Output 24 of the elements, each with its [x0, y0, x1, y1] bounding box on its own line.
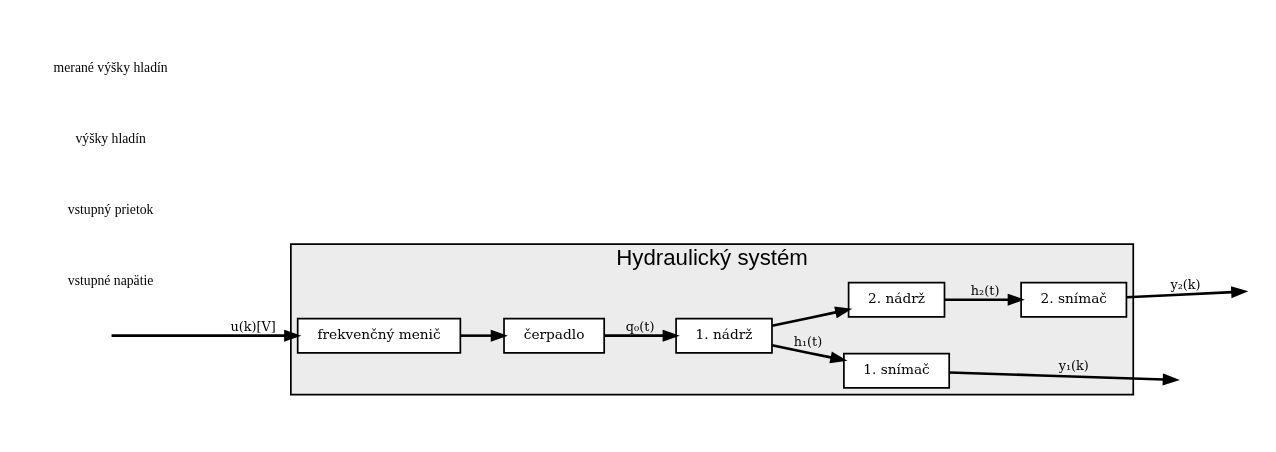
label: vstupný prietok	[67, 201, 154, 217]
arrow	[1126, 285, 1249, 298]
arrow	[771, 343, 848, 363]
arrow	[111, 329, 302, 342]
node-box: frekvenčný menič	[296, 317, 462, 354]
arrow	[604, 329, 680, 342]
node-box: 1. nádrž	[675, 317, 773, 354]
edge-label: h₂(t)	[970, 282, 1000, 298]
node-box: čerpadlo	[503, 317, 606, 354]
edge-label: u(k)[V]	[230, 318, 276, 334]
label: merané výšky hladín	[53, 59, 168, 75]
node-box: 1. snímač	[843, 352, 951, 389]
edge-label: y₁(k)	[1058, 357, 1089, 373]
arrow	[460, 329, 508, 342]
edge-label: y₂(k)	[1170, 276, 1201, 292]
edge-label: h₁(t)	[793, 333, 823, 349]
node-box: 2. snímač	[1020, 281, 1128, 318]
label: výšky hladín	[75, 130, 146, 146]
arrow	[949, 370, 1180, 385]
node-box: 2. nádrž	[847, 281, 946, 318]
arrow	[944, 293, 1025, 306]
arrow	[771, 306, 853, 327]
label: vstupné napätie	[67, 272, 154, 288]
edge-label: q₀(t)	[625, 318, 655, 334]
